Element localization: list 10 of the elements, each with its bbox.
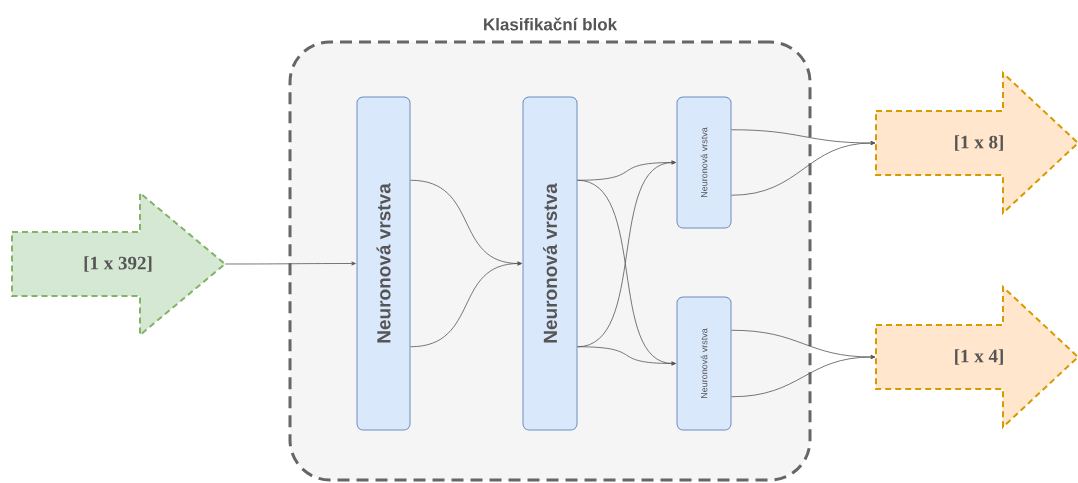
connector [731, 355, 876, 398]
connector [410, 261, 522, 348]
layer-box: Neuronová vrstva [522, 96, 578, 431]
layer-box: Neuronová vrstva [676, 96, 732, 229]
connector [224, 261, 356, 266]
group-title: Klasifikační blok [484, 17, 618, 31]
layer-box: Neuronová vrstva [676, 296, 732, 431]
connector [731, 141, 876, 196]
layer-box: Neuronová vrstva [356, 96, 411, 431]
connector [577, 346, 676, 366]
